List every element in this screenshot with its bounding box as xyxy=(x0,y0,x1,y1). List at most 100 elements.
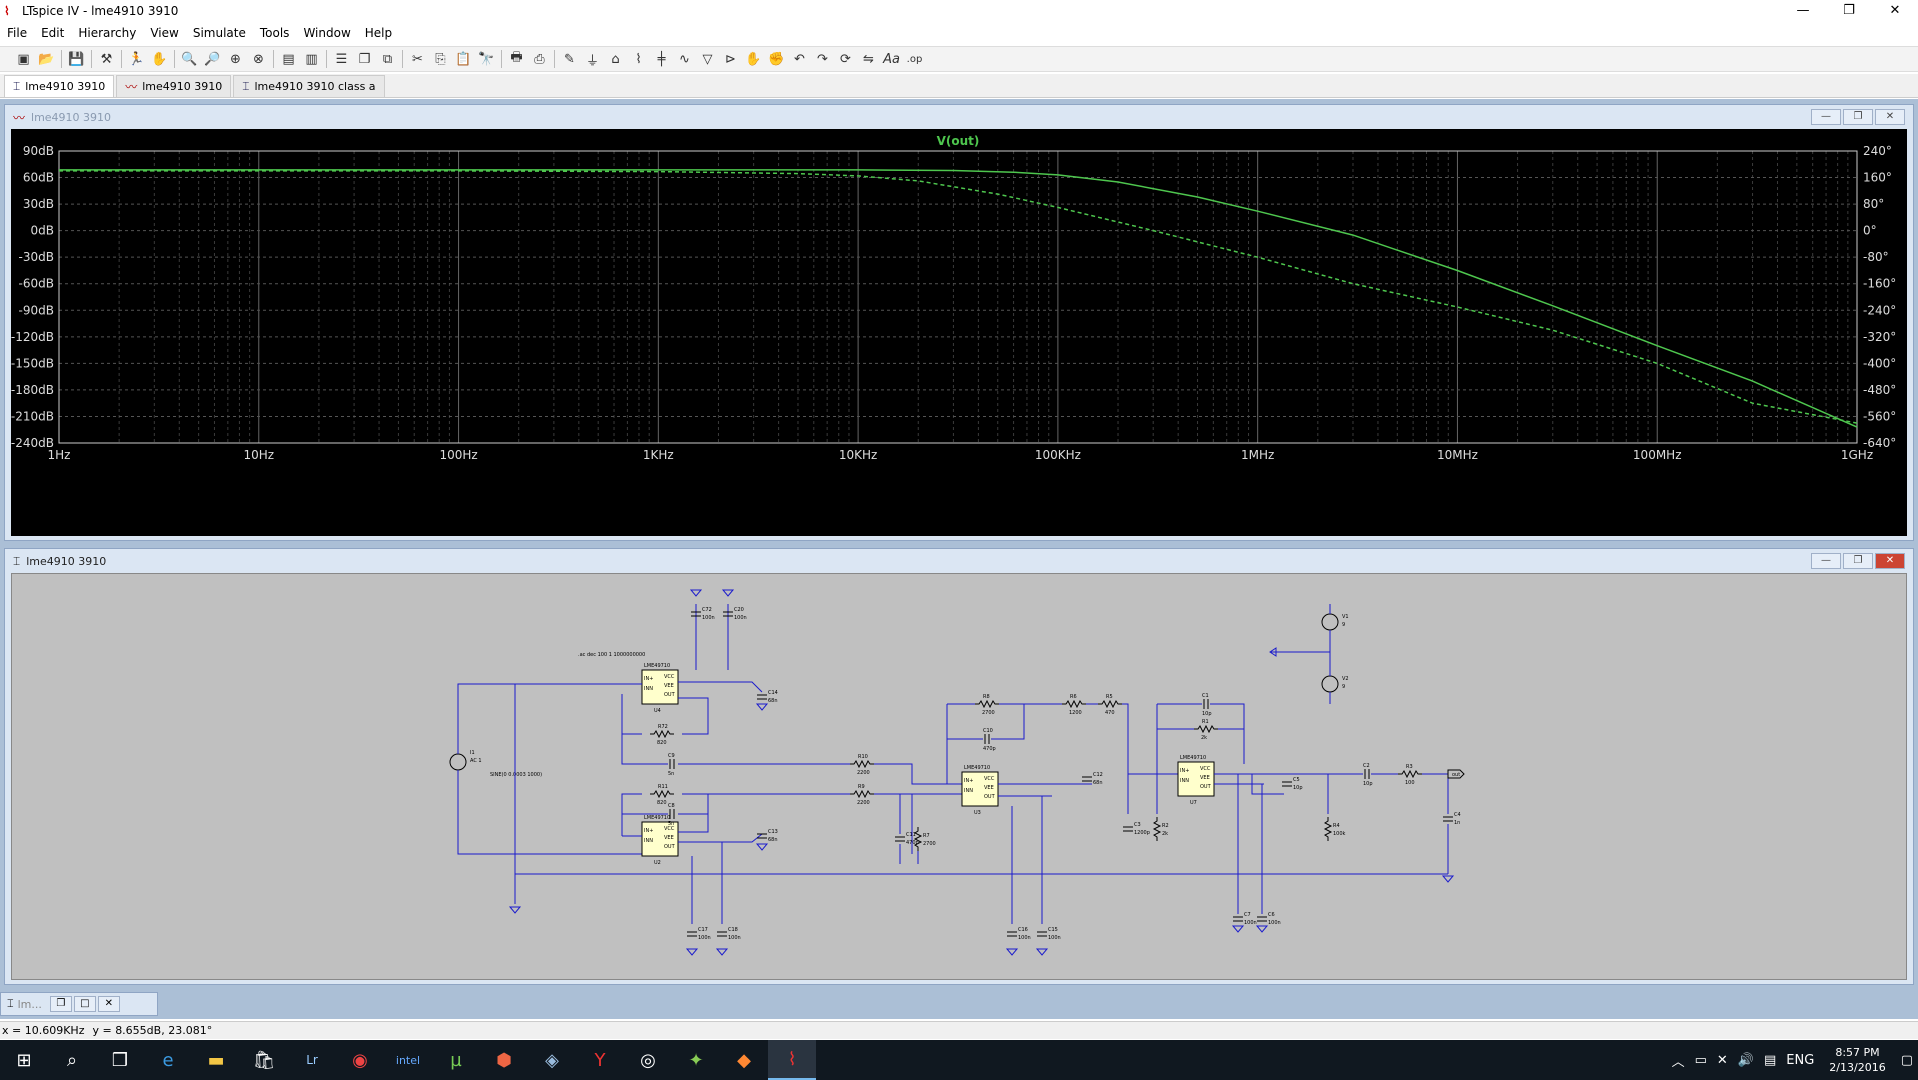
diode-icon[interactable]: ▽ xyxy=(702,51,713,67)
drag-icon[interactable]: ✊ xyxy=(768,51,785,67)
waveform-minimize-button[interactable]: — xyxy=(1811,109,1841,125)
windows-start-icon[interactable]: ⊞ xyxy=(16,1049,32,1071)
waveform-window-titlebar[interactable]: 〰 lme4910 3910 xyxy=(5,105,1913,129)
open-icon[interactable]: 📂 xyxy=(38,51,55,67)
minimized-window[interactable]: ⌶ lm... ❐ □ ✕ xyxy=(0,992,158,1016)
search-icon[interactable]: ⌕ xyxy=(66,1049,78,1071)
task-view-icon[interactable]: ❒ xyxy=(111,1049,129,1071)
menu-window[interactable]: Window xyxy=(303,26,351,40)
yandex-icon[interactable]: Y xyxy=(594,1049,606,1071)
media-icon[interactable]: ◎ xyxy=(640,1049,656,1071)
schematic-window-titlebar[interactable]: ⌶ lme4910 3910 xyxy=(5,549,1913,573)
file-explorer-icon[interactable]: ▬ xyxy=(207,1049,225,1071)
app3-icon[interactable]: ✦ xyxy=(688,1049,704,1071)
pane-icon[interactable]: ▥ xyxy=(305,51,318,67)
save-icon[interactable]: 💾 xyxy=(68,51,85,67)
opamp-symbol xyxy=(961,771,999,807)
tile-icon[interactable]: ☰ xyxy=(335,51,348,67)
find-icon[interactable]: 🔭 xyxy=(478,51,495,67)
undo-icon[interactable]: ↶ xyxy=(794,51,805,67)
waveform-close-button[interactable]: ✕ xyxy=(1875,109,1905,125)
copy-icon[interactable]: ⎘ xyxy=(435,51,446,67)
move-icon[interactable]: ✋ xyxy=(745,51,762,67)
zoom-out-icon[interactable]: 🔎 xyxy=(204,51,221,67)
store-icon[interactable]: 🛍 xyxy=(252,1049,276,1071)
menu-file[interactable]: File xyxy=(7,26,28,40)
label-icon[interactable]: ⌂ xyxy=(611,51,620,67)
volume-icon[interactable]: 🔊 xyxy=(1737,1052,1754,1068)
action-center-icon[interactable]: ▢ xyxy=(1900,1052,1913,1068)
clock[interactable]: 8:57 PM 2/13/2016 xyxy=(1829,1045,1885,1075)
tab-waveform-lme4910[interactable]: 〰 lme4910 3910 xyxy=(116,75,232,97)
tab-schematic-class-a[interactable]: ⌶ lme4910 3910 class a xyxy=(233,75,385,97)
menu-tools[interactable]: Tools xyxy=(259,26,290,40)
app-icon[interactable]: ⬢ xyxy=(496,1049,512,1071)
network-icon[interactable]: ✕ xyxy=(1716,1052,1728,1068)
tile-vert-icon[interactable]: ⧉ xyxy=(382,51,393,67)
app2-icon[interactable]: ◈ xyxy=(545,1049,559,1071)
print-setup-icon[interactable]: ⎙ xyxy=(534,51,545,67)
capacitor-value: 100n xyxy=(698,935,711,941)
battery-icon[interactable]: ▭ xyxy=(1694,1052,1707,1068)
redo-icon[interactable]: ↷ xyxy=(817,51,828,67)
schematic-close-button[interactable]: ✕ xyxy=(1875,553,1905,569)
mirror-icon[interactable]: ⇋ xyxy=(863,51,874,67)
tab-label: lme4910 3910 xyxy=(142,80,223,93)
autorange-icon[interactable]: ▤ xyxy=(282,51,295,67)
menu-view[interactable]: View xyxy=(150,26,179,40)
inductor-icon[interactable]: ∿ xyxy=(679,51,690,67)
zoom-in-icon[interactable]: 🔍 xyxy=(181,51,198,67)
capacitor-ref: C5 xyxy=(1293,777,1300,783)
capacitor-value: 100n xyxy=(1268,920,1281,926)
restore-button[interactable]: ❐ xyxy=(49,996,72,1012)
wire-icon[interactable]: ✎ xyxy=(564,51,575,67)
run-icon[interactable]: 🏃 xyxy=(128,51,145,67)
lightroom-icon[interactable]: Lr xyxy=(306,1053,318,1067)
component-icon[interactable]: ⊳ xyxy=(725,51,736,67)
menu-help[interactable]: Help xyxy=(364,26,393,40)
app4-icon[interactable]: ◆ xyxy=(737,1049,751,1071)
cut-icon[interactable]: ✂ xyxy=(412,51,423,67)
close-button[interactable]: ✕ xyxy=(1889,3,1901,18)
close-button[interactable]: ✕ xyxy=(97,996,120,1012)
edge-icon[interactable]: e xyxy=(162,1049,174,1071)
menu-simulate[interactable]: Simulate xyxy=(192,26,246,40)
resistor-icon[interactable]: ⌇ xyxy=(635,51,642,67)
spice-directive-icon[interactable]: .op xyxy=(906,53,923,65)
control-panel-icon[interactable]: ⚒ xyxy=(100,51,113,67)
new-schematic-icon[interactable]: ▣ xyxy=(17,51,30,67)
maximize-button[interactable]: ❐ xyxy=(1843,3,1855,18)
schematic-maximize-button[interactable]: ❐ xyxy=(1843,553,1873,569)
utorrent-icon[interactable]: µ xyxy=(450,1049,462,1071)
schematic-minimize-button[interactable]: — xyxy=(1811,553,1841,569)
zoom-cancel-icon[interactable]: ⊗ xyxy=(253,51,264,67)
cascade-icon[interactable]: ❐ xyxy=(358,51,371,67)
minimize-button[interactable]: — xyxy=(1796,3,1810,18)
rotate-icon[interactable]: ⟳ xyxy=(840,51,851,67)
language-indicator[interactable]: ENG xyxy=(1786,1052,1815,1068)
maximize-button[interactable]: □ xyxy=(73,996,96,1012)
tab-label: lme4910 3910 xyxy=(25,80,106,93)
text-icon[interactable]: Aa xyxy=(883,51,900,67)
tab-schematic-lme4910[interactable]: ⌶ lme4910 3910 xyxy=(4,75,115,97)
print-icon[interactable]: 🖶 xyxy=(510,50,523,65)
menu-edit[interactable]: Edit xyxy=(41,26,65,40)
intel-icon[interactable]: intel xyxy=(395,1053,421,1067)
ground-symbol xyxy=(685,948,699,956)
zoom-fit-icon[interactable]: ⊕ xyxy=(230,51,241,67)
halt-icon[interactable]: ✋ xyxy=(151,51,168,67)
ltspice-icon[interactable]: ⌇ xyxy=(768,1040,816,1080)
x-tick-label: 100KHz xyxy=(1035,448,1081,462)
menu-hierarchy[interactable]: Hierarchy xyxy=(78,26,137,40)
chrome-icon[interactable]: ◉ xyxy=(352,1049,368,1071)
chevron-up-icon[interactable]: ︿ xyxy=(1671,1054,1685,1070)
paste-icon[interactable]: 📋 xyxy=(455,51,472,67)
notification-icon[interactable]: ▤ xyxy=(1763,1052,1777,1068)
waveform-maximize-button[interactable]: ❐ xyxy=(1843,109,1873,125)
ground-icon[interactable]: ⏚ xyxy=(585,53,599,69)
capacitor-icon[interactable]: ╪ xyxy=(657,51,666,67)
